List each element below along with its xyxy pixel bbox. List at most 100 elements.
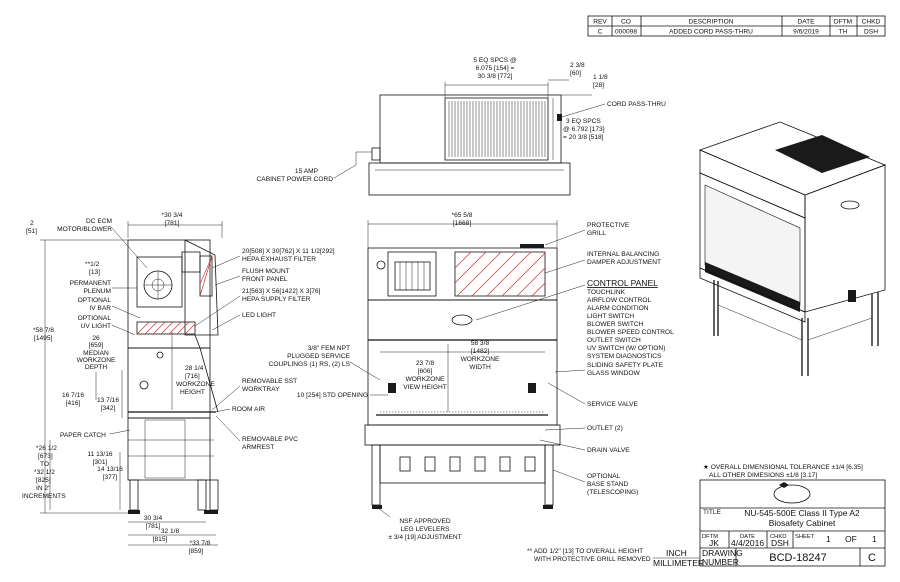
worktray-label-1: REMOVABLE SST — [242, 378, 297, 385]
control-item-0: TOUCHLINK — [587, 289, 626, 296]
wz-height-4: HEIGHT — [180, 389, 205, 396]
uv-light-label-2: UV LIGHT — [81, 323, 111, 330]
bottom-dim-2a: 32 1/8 — [161, 528, 180, 535]
dftm-label: DFTM — [702, 534, 718, 540]
iso-logo-badge — [840, 200, 860, 210]
power-cord-label-1: 15 AMP — [295, 168, 319, 175]
side-dim-2-a: 2 — [30, 220, 34, 227]
date-value: 4/4/2016 — [731, 538, 764, 548]
couplings-label-2: PLUGGED SERVICE — [287, 353, 351, 360]
top-dim-right-b2: [28] — [593, 82, 604, 89]
front-width-dim-1: *65 5/8 — [452, 212, 473, 219]
date-label: DATE — [740, 534, 755, 540]
d13-1: 13 7/16 — [97, 397, 119, 404]
rev-header-dftm: DFTM — [834, 19, 852, 26]
d26-4: *32 1/2 — [34, 469, 55, 476]
side-height-dim-2: [1495] — [34, 335, 53, 342]
leg-levelers-3: ± 3/4 [19] ADJUSTMENT — [388, 534, 461, 541]
iv-bar-label-2: IV BAR — [89, 305, 111, 312]
dc-ecm-label-1: DC ECM — [86, 218, 112, 225]
control-item-4: BLOWER SWITCH — [587, 321, 644, 328]
control-item-5: BLOWER SPEED CONTROL — [587, 329, 674, 336]
add-half-note-1: ** ADD 1/2" [13] TO OVERALL HEIGHT — [527, 548, 643, 555]
sheet-value: 1 — [826, 534, 831, 544]
std-opening-label: 10 [254] STD OPENING — [297, 392, 368, 399]
service-valve-label: SERVICE VALVE — [587, 401, 639, 408]
sheet-label: SHEET — [795, 534, 815, 540]
wz-height-3: WORKZONE — [176, 381, 215, 388]
rev-header-co: CO — [621, 19, 631, 26]
side-half-b: [13] — [89, 269, 100, 276]
d26-6: IN 2" — [36, 485, 51, 492]
d26-2: [673] — [38, 453, 53, 460]
front-hepa-hatch — [454, 251, 546, 297]
protective-grill-label-1: PROTECTIVE — [587, 222, 630, 229]
view-height-4: VIEW HEIGHT — [403, 384, 447, 391]
uv-light-label-1: OPTIONAL — [78, 315, 112, 322]
control-item-7: UV SWITCH (W/ OPTION) — [587, 345, 665, 352]
bottom-dim-3a: *33 7/8 — [190, 540, 211, 547]
supply-filter-label-2: HEPA SUPPLY FILTER — [242, 296, 311, 303]
top-view: 5 EQ SPCS @ 6.075 [154] = 30 3/8 [772] 2… — [257, 57, 666, 196]
cord-pass-thru-fitting — [557, 114, 562, 121]
tolerance-note-1: ★ OVERALL DIMENSIONAL TOLERANCE ±1/4 [6.… — [703, 463, 863, 471]
armrest-label-1: REMOVABLE PVC — [242, 436, 298, 443]
wz-width-3: WORKZONE — [461, 356, 500, 363]
side-height-dim-1: *58 7/8 — [33, 327, 54, 334]
flush-mount-label-2: FRONT PANEL — [242, 276, 288, 283]
title-label: TITLE — [703, 509, 722, 516]
top-dim-right-a2: [60] — [570, 70, 581, 77]
drawing-number-label-2: NUMBER — [702, 557, 739, 567]
drawing-revision: C — [868, 552, 876, 564]
view-height-2: [606] — [418, 368, 433, 375]
side-width-dim-1: *30 3/4 — [162, 212, 183, 219]
drawing-number: BCD-18247 — [769, 552, 826, 564]
top-dim-line1: 5 EQ SPCS @ — [473, 57, 517, 64]
top-dim-right-a1: 2 3/8 — [570, 62, 585, 69]
protective-grill — [520, 244, 544, 248]
d13-2: [342] — [101, 405, 116, 412]
chkd-value: DSH — [771, 538, 789, 548]
control-item-6: OUTLET SWITCH — [587, 337, 641, 344]
top-dim-right-b1: 1 1/8 — [593, 74, 608, 81]
balancing-label-2: DAMPER ADJUSTMENT — [587, 259, 661, 266]
rev-value-co: 000098 — [615, 29, 637, 36]
side-width-dim-2: [781] — [165, 220, 180, 227]
rev-header-chkd: CHKD — [862, 19, 881, 26]
drain-valve-label: DRAIN VALVE — [587, 447, 630, 454]
exhaust-filter-label-2: HEPA EXHAUST FILTER — [242, 256, 316, 263]
hepa-supply-hatch — [136, 321, 196, 335]
d26-3: TO — [40, 461, 49, 468]
front-width-dim-2: [1668] — [453, 220, 472, 227]
control-item-1: AIRFLOW CONTROL — [587, 297, 651, 304]
control-item-8: SYSTEM DIAGNOSTICS — [587, 353, 662, 360]
tolerance-note-2: ALL OTHER DIMESIONS ±1/8 [3.17] — [709, 472, 817, 479]
iso-exhaust-grille — [775, 135, 870, 173]
hepa-exhaust-filter — [199, 255, 213, 297]
median-5: DEPTH — [85, 364, 108, 371]
bottom-dim-2b: [815] — [153, 536, 168, 543]
chkd-label: CHKD — [770, 534, 786, 540]
isometric-view — [698, 121, 887, 376]
front-hepa-filter — [454, 251, 546, 297]
d14-2: [377] — [103, 474, 118, 481]
base-stand-label-3: (TELESCOPING) — [587, 489, 638, 496]
exhaust-filter-label-1: 20[508] X 30[762] X 11 1/2[292] — [242, 248, 335, 255]
median-4: WORKZONE — [77, 357, 116, 364]
side-dim-2-b: [51] — [26, 228, 37, 235]
dc-ecm-label-2: MOTOR/BLOWER — [57, 226, 112, 233]
drawing-number-label-1: DRAWING — [702, 548, 743, 558]
side-half-a: **1/2 — [85, 261, 100, 268]
leg-levelers-2: LEG LEVELERS — [400, 526, 450, 533]
drawing-title-line1: NU-545-500E Class II Type A2 — [744, 508, 860, 518]
side-view: *30 3/4 [781] — [22, 212, 335, 555]
outlet-label: OUTLET (2) — [587, 425, 623, 432]
view-height-3: WORKZONE — [406, 376, 445, 383]
top-dim-right-c2: @ 6.792 [173] — [563, 126, 605, 133]
base-stand-label-2: BASE STAND — [587, 481, 629, 488]
top-dim-line3: 30 3/8 [772] — [478, 73, 513, 80]
wz-width-2: [1482] — [471, 348, 490, 355]
top-dim-right-c1: 3 EQ SPCS — [566, 118, 601, 125]
median-2: [659] — [89, 342, 104, 349]
wz-width-1: 58 3/8 — [471, 340, 490, 347]
